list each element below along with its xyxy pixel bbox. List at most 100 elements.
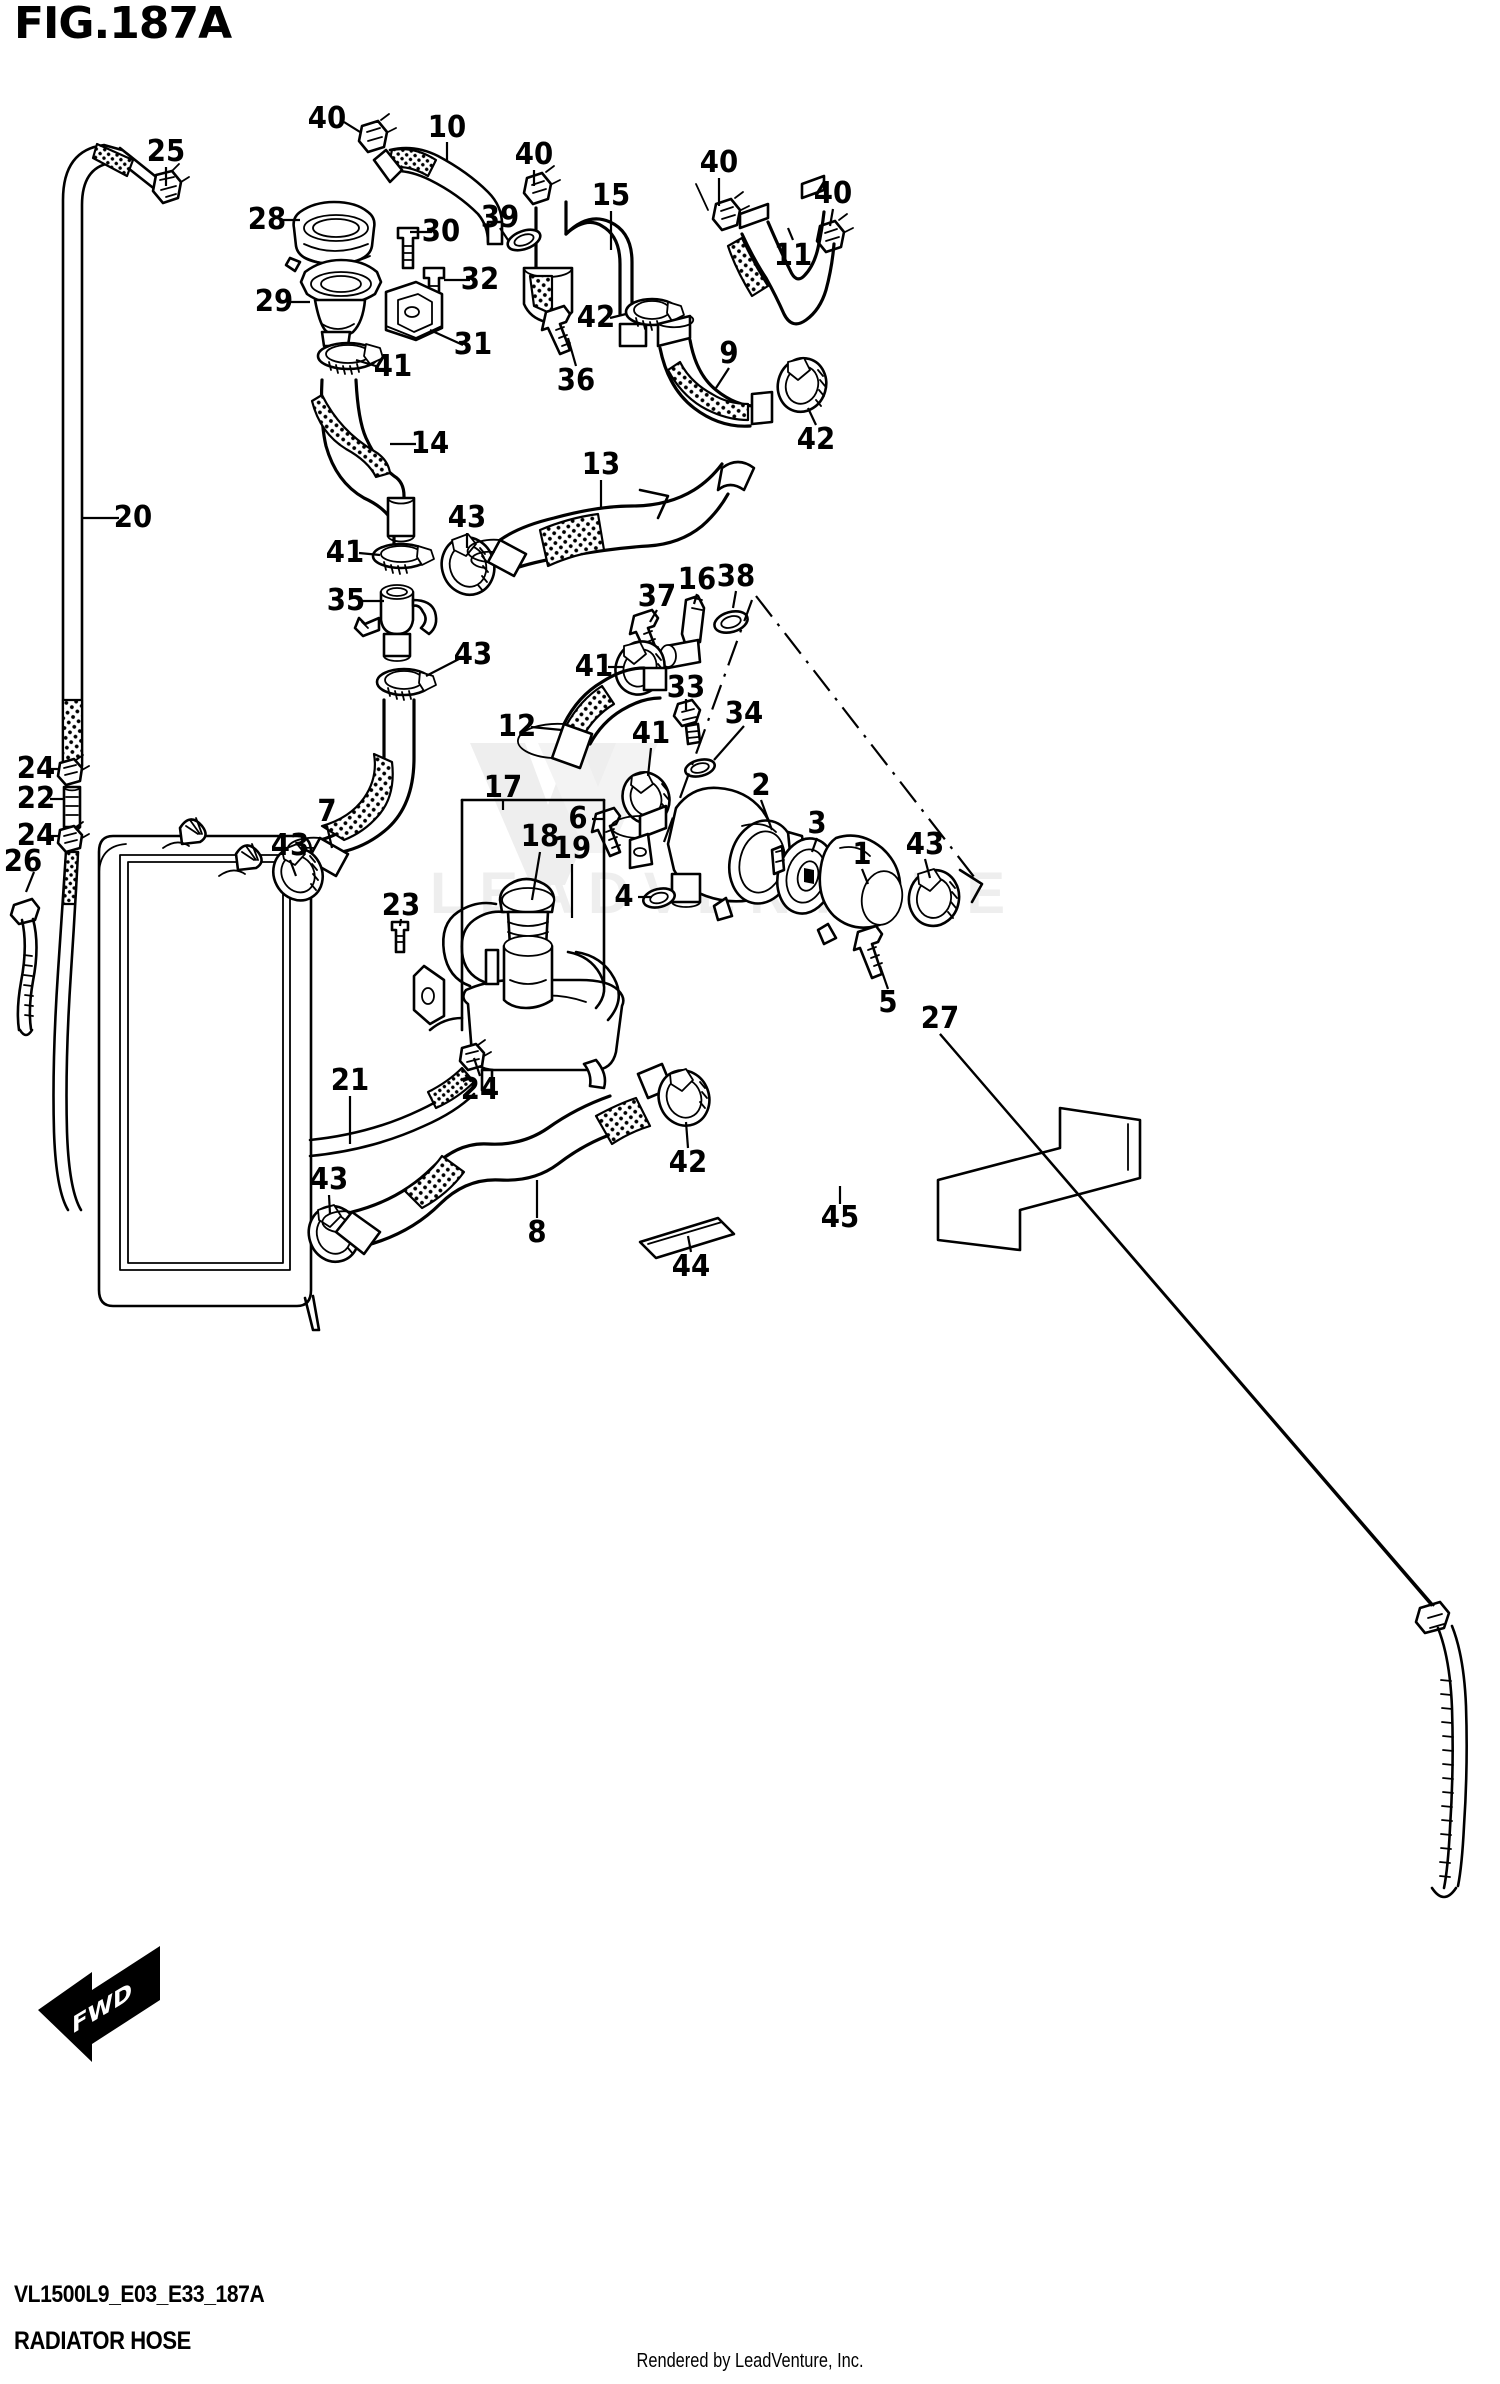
callout-41[interactable]: 41 (574, 649, 614, 684)
callout-16[interactable]: 16 (677, 562, 717, 597)
callout-18[interactable]: 18 (520, 819, 560, 854)
callout-38[interactable]: 38 (716, 559, 756, 594)
callout-14[interactable]: 14 (410, 426, 450, 461)
radiator-assembly (97, 817, 321, 1332)
callout-20[interactable]: 20 (113, 500, 153, 535)
callout-45[interactable]: 45 (820, 1200, 860, 1235)
callout-24[interactable]: 24 (460, 1072, 500, 1107)
callout-39[interactable]: 39 (480, 200, 520, 235)
callout-2[interactable]: 2 (751, 768, 771, 803)
callout-40[interactable]: 40 (307, 101, 347, 136)
radiator-cap-28 (292, 200, 376, 266)
siphon-hose-21 (308, 1066, 476, 1158)
breather-hose-10 (372, 146, 504, 246)
callout-22[interactable]: 22 (16, 781, 56, 816)
callout-8[interactable]: 8 (527, 1215, 547, 1250)
water-hose-9 (656, 314, 774, 428)
callout-32[interactable]: 32 (460, 262, 500, 297)
radiator-inlet-hose-7 (286, 698, 416, 878)
water-hose-12 (516, 666, 668, 770)
callout-29[interactable]: 29 (254, 284, 294, 319)
callout-42[interactable]: 42 (668, 1145, 708, 1180)
callout-41[interactable]: 41 (325, 535, 365, 570)
callout-43[interactable]: 43 (905, 827, 945, 862)
callout-11[interactable]: 11 (773, 238, 813, 273)
callout-41[interactable]: 41 (631, 716, 671, 751)
callout-43[interactable]: 43 (453, 637, 493, 672)
reservoir-bracket-17 (412, 798, 606, 1032)
filler-neck-29 (284, 256, 383, 348)
callout-15[interactable]: 15 (591, 178, 631, 213)
callout-43[interactable]: 43 (447, 500, 487, 535)
callout-41[interactable]: 41 (373, 349, 413, 384)
page-title: FIG.187A (14, 0, 232, 49)
bolt-36 (540, 304, 572, 356)
callout-42[interactable]: 42 (576, 300, 616, 335)
callout-17[interactable]: 17 (483, 770, 523, 805)
o-ring-4 (642, 887, 676, 909)
callout-25[interactable]: 25 (146, 134, 186, 169)
callout-43[interactable]: 43 (309, 1162, 349, 1197)
cushion-45 (936, 1106, 1142, 1252)
o-ring-39 (506, 228, 542, 252)
callout-26[interactable]: 26 (3, 844, 43, 879)
callout-30[interactable]: 30 (421, 214, 461, 249)
callout-35[interactable]: 35 (326, 583, 366, 618)
reservoir-tank-19 (442, 901, 625, 1092)
callout-24[interactable]: 24 (16, 751, 56, 786)
fwd-direction-arrow: FWD (38, 1946, 160, 2062)
hose-clamp-42-a (624, 297, 685, 331)
hose-clip-24-upper (56, 754, 90, 787)
hose-clip-25 (151, 163, 190, 205)
radiator-outlet-hose-8 (321, 1062, 674, 1256)
bolt-30 (396, 226, 420, 270)
callout-31[interactable]: 31 (453, 327, 493, 362)
callout-24[interactable]: 24 (16, 818, 56, 853)
callout-4[interactable]: 4 (614, 879, 634, 914)
hose-clip-40-b (522, 165, 561, 206)
callout-37[interactable]: 37 (637, 579, 677, 614)
callout-44[interactable]: 44 (671, 1249, 711, 1284)
footer-diagram-name: RADIATOR HOSE (14, 2327, 191, 2355)
callout-3[interactable]: 3 (807, 806, 827, 841)
hose-clip-40-a (357, 113, 397, 154)
hose-clip-40-d (815, 213, 854, 254)
callout-9[interactable]: 9 (719, 336, 739, 371)
callout-19[interactable]: 19 (552, 831, 592, 866)
cable-tie-26 (9, 897, 41, 1037)
callout-21[interactable]: 21 (330, 1063, 370, 1098)
water-hose-13 (466, 460, 756, 578)
water-hose-11 (695, 174, 836, 326)
callout-7[interactable]: 7 (317, 794, 337, 829)
hose-clip-24-lower (56, 821, 90, 854)
callout-6[interactable]: 6 (568, 801, 588, 836)
callout-33[interactable]: 33 (666, 670, 706, 705)
callout-13[interactable]: 13 (581, 447, 621, 482)
callout-5[interactable]: 5 (878, 985, 898, 1020)
callout-40[interactable]: 40 (699, 145, 739, 180)
callout-12[interactable]: 12 (497, 709, 537, 744)
callout-43[interactable]: 43 (270, 828, 310, 863)
thermostat-case-2 (610, 786, 806, 922)
hose-clamp-42-b (776, 356, 828, 414)
water-hose-14 (310, 378, 416, 558)
callout-36[interactable]: 36 (556, 363, 596, 398)
callout-27[interactable]: 27 (920, 1001, 960, 1036)
callout-40[interactable]: 40 (813, 176, 853, 211)
hose-clamp-41-mid (371, 542, 435, 575)
callout-23[interactable]: 23 (381, 888, 421, 923)
bolt-23 (390, 920, 410, 954)
hose-clamp-43-c (272, 843, 324, 902)
callout-40[interactable]: 40 (514, 137, 554, 172)
callout-42[interactable]: 42 (796, 422, 836, 457)
hose-clamp-43-a (440, 533, 496, 597)
bracket-31 (384, 280, 444, 342)
hose-clip-40-c (711, 191, 750, 232)
callout-34[interactable]: 34 (724, 696, 764, 731)
callout-10[interactable]: 10 (427, 110, 467, 145)
callout-1[interactable]: 1 (852, 837, 872, 872)
callout-28[interactable]: 28 (247, 202, 287, 237)
cushion-44 (638, 1216, 736, 1260)
hose-clamp-43-b (375, 667, 437, 701)
